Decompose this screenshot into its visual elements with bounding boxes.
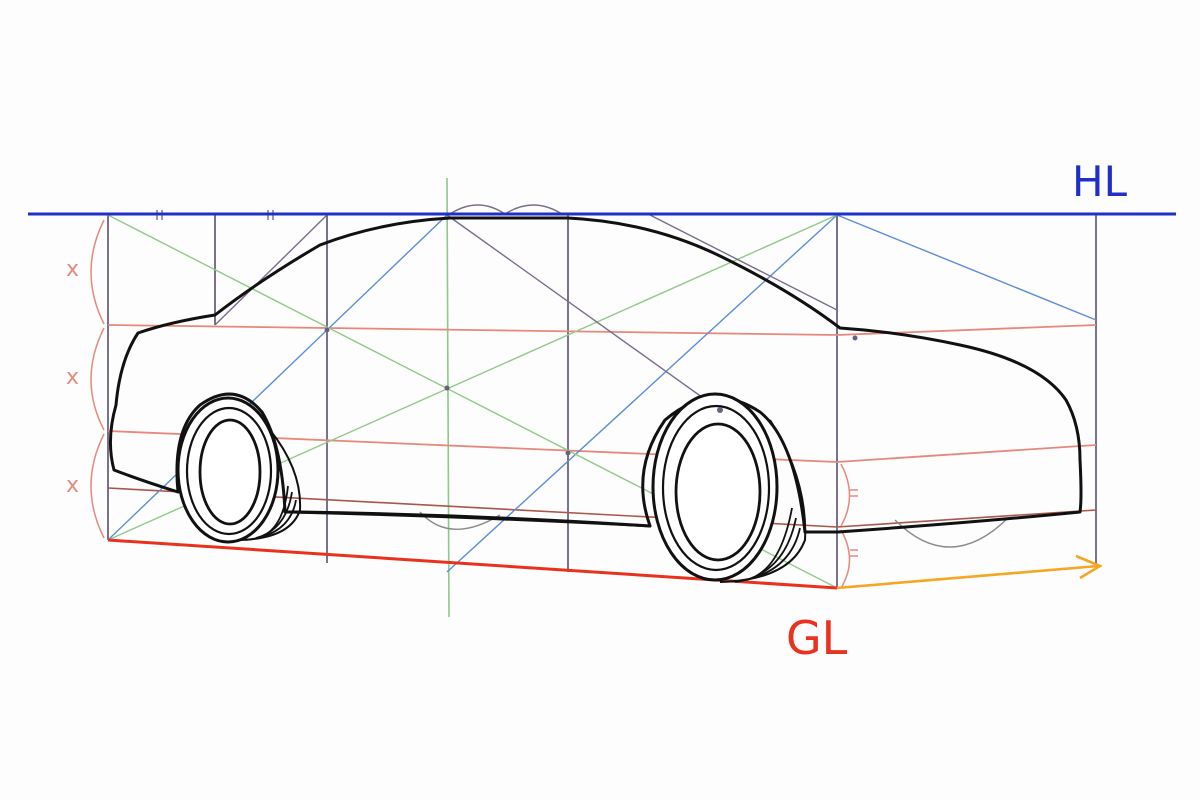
point-2 [444,385,450,391]
rear-wheel [651,392,807,583]
grey-diagonals [214,214,838,411]
blue-diagonals [107,214,1097,573]
diagonal-blue-2 [446,214,838,573]
guide-lower-right [836,509,1097,528]
arrow-right-icon [836,554,1103,590]
segment-arc-2 [90,327,105,431]
guide-upper-left [107,324,838,336]
point-5 [717,407,723,413]
hidden-arc-left [419,511,501,530]
point-1 [324,327,330,333]
diagonal-grey-2 [446,214,721,411]
diagonal-grey-3 [649,214,838,311]
tick-mark-1 [850,489,858,497]
segment-arc-3 [90,433,105,539]
diagonal-grey-1 [214,214,328,326]
diagonal-blue-3 [836,214,1097,321]
rear-tire [651,392,779,582]
front-tread-line-1 [245,499,297,541]
rear-rim [674,422,762,562]
rocker-line [284,510,651,528]
ground-label: GL [786,611,848,665]
front-wheel [176,396,302,544]
front-tire-tread [234,429,302,541]
front-rim [198,418,262,526]
hidden-arc-right [894,517,1009,548]
arrow-head [1075,554,1103,580]
segment-arc-4 [840,463,851,527]
front-tread-line-2 [255,491,293,539]
segment-arc-1 [90,219,105,325]
intersection-points [324,327,858,456]
hidden-wheel-arcs [419,511,1009,548]
segment-mark-2: x [66,365,79,390]
segment-mark-3: x [66,473,79,498]
tick-mark-2 [850,549,858,557]
rear-tread-line-3 [755,507,793,577]
ground-extension-line [836,564,1099,590]
point-3 [565,450,571,456]
diagonal-blue-1 [107,214,448,541]
rear-tire-inner [661,404,771,572]
rear-tread-line-2 [745,517,797,581]
front-tread-line-3 [264,485,289,536]
segment-mark-1: x [66,257,79,282]
center-vertical-line [446,177,450,618]
segment-arc-5 [840,529,851,589]
guide-upper-right [836,324,1097,336]
vertical-guides [107,215,1097,588]
guide-middle-right [836,444,1097,463]
point-4 [852,335,858,341]
rear-tread-line-1 [734,527,801,583]
horizon-label: HL [1072,157,1128,206]
segment-arcs [90,219,858,589]
front-tire-inner [185,406,273,536]
